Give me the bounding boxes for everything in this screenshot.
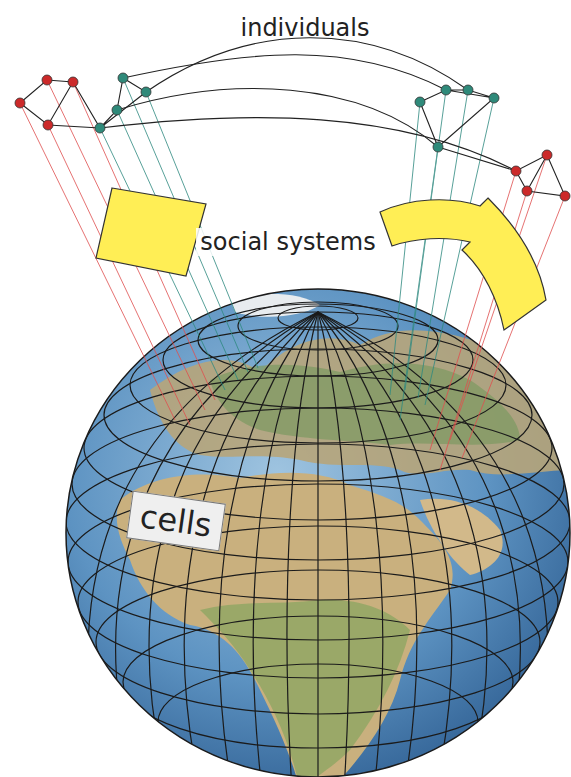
projection-lines <box>20 78 565 470</box>
land <box>66 294 571 777</box>
individual-dots <box>15 73 570 201</box>
social-system-panel <box>380 198 546 330</box>
layer-label: individuals <box>237 14 374 42</box>
social-network <box>20 38 565 196</box>
node-text: cells <box>138 497 215 545</box>
layer-label: social systems <box>196 228 379 256</box>
social-system-panel <box>96 188 206 276</box>
